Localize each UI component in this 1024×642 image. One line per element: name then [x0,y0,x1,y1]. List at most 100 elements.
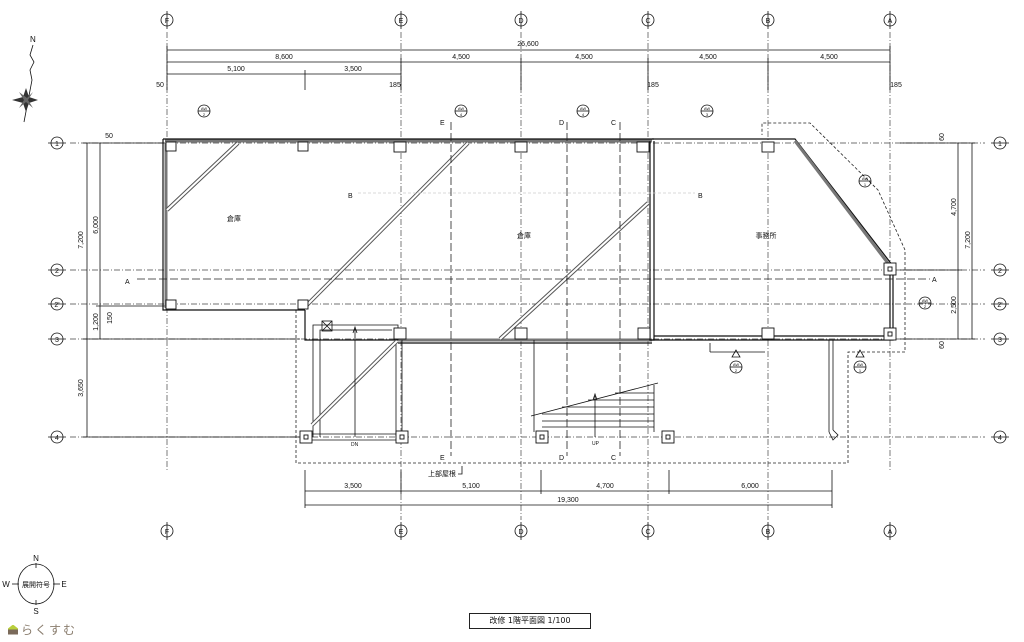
elevation-mark: AW2 [918,296,932,310]
svg-text:4: 4 [998,435,1002,442]
svg-text:60: 60 [939,341,946,349]
grid-bubbles-right: 1 2 2' 3 4 [991,136,1009,444]
svg-text:展開符号: 展開符号 [22,580,50,589]
section-mark-b-right: B [698,193,703,200]
grid-bubbles-left: 1 2 2' 3 4 [48,136,66,444]
svg-text:2: 2 [924,304,927,309]
roof-note: 上部屋根 [428,469,456,478]
stair-up-label: UP [592,441,600,447]
drawing-title: 改修 1階平面図 1/100 [469,613,591,629]
section-mark-a-right: A [932,277,937,284]
svg-text:2: 2 [55,268,59,275]
svg-text:C: C [645,18,650,25]
logo: らくすむ [8,621,77,638]
svg-text:1: 1 [859,368,862,373]
section-mark-e-top: E [440,120,445,127]
grid-bubbles-top: F E D C B A [160,11,897,29]
svg-text:3,500: 3,500 [344,483,362,490]
grid-bubble-D: D [514,11,528,29]
svg-text:AW: AW [580,106,587,111]
grid-bubble-E: E [394,11,408,29]
svg-text:E: E [399,529,404,536]
svg-text:C: C [645,529,650,536]
elevation-marks: AW2 AW4 AW4 AW3 AW1 AW2 AW2 AW1 [197,104,932,374]
svg-text:2,500: 2,500 [951,296,958,314]
svg-text:1: 1 [998,141,1002,148]
braces [165,141,650,427]
svg-text:185: 185 [890,82,902,89]
elevation-mark: AW4 [454,104,468,118]
vent-box [321,320,333,332]
section-lines: A A B B E E D D C C [125,120,937,462]
svg-text:4: 4 [582,112,585,117]
svg-text:19,300: 19,300 [557,497,579,504]
svg-text:D: D [518,18,523,25]
stairs: UP DN [351,325,659,448]
svg-text:4,500: 4,500 [452,54,470,61]
dimensions-left: 7,200 3,650 6,000 1,200 50 150 [78,133,300,438]
svg-text:N: N [33,554,39,563]
svg-text:4,500: 4,500 [820,54,838,61]
svg-text:B: B [766,18,771,25]
elevation-mark: AW3 [700,104,714,118]
svg-text:150: 150 [107,312,114,324]
svg-text:7,200: 7,200 [965,231,972,249]
svg-text:6,000: 6,000 [93,216,100,234]
dimensions-bottom: 3,500 5,100 4,700 6,000 19,300 [304,470,833,508]
svg-text:26,600: 26,600 [517,41,539,48]
svg-text:2': 2' [54,302,59,309]
svg-text:2: 2 [735,368,738,373]
svg-text:2: 2 [998,268,1002,275]
room-label-office: 事務所 [756,231,777,240]
elevation-mark: AW2 [729,349,743,374]
svg-text:1,200: 1,200 [93,313,100,331]
svg-text:AW: AW [458,106,465,111]
svg-text:3: 3 [55,337,59,344]
elevation-mark: AW2 [197,104,211,118]
svg-text:E: E [61,580,66,589]
svg-text:185: 185 [389,82,401,89]
compass-legend: N S W E 展開符号 [2,554,66,616]
section-mark-c-top: C [611,120,616,127]
grid-bubble-B: B [761,11,775,29]
svg-text:185: 185 [647,82,659,89]
section-mark-d-bottom: D [559,455,564,462]
elevation-mark: AW1 [858,174,872,188]
section-mark-b-left: B [348,193,353,200]
svg-text:5,100: 5,100 [227,66,245,73]
svg-text:3,500: 3,500 [344,66,362,73]
svg-text:B: B [766,529,771,536]
grid-lines [70,32,985,520]
stair-down-label: DN [351,442,359,448]
north-arrow-icon: N [12,35,38,123]
grid-bubble-C: C [641,11,655,29]
room-label-warehouse-1: 倉庫 [227,214,241,223]
svg-text:1: 1 [864,182,867,187]
section-mark-e-bottom: E [440,455,445,462]
grid-bubble-A: A [883,11,897,29]
svg-text:4,700: 4,700 [596,483,614,490]
svg-text:AW: AW [922,298,929,303]
walls [162,138,894,441]
svg-text:3,650: 3,650 [78,379,85,397]
svg-text:E: E [399,18,404,25]
svg-text:60: 60 [939,133,946,141]
dimensions-top: 26,600 8,600 4,500 4,500 4,500 4,500 5,1… [156,41,902,90]
elevation-mark: AW1 [853,349,867,374]
svg-text:2: 2 [203,112,206,117]
svg-text:W: W [2,580,10,589]
svg-text:4: 4 [55,435,59,442]
logo-text: らくすむ [21,623,78,637]
svg-text:4: 4 [460,112,463,117]
svg-text:AW: AW [704,106,711,111]
dimensions-right: 4,700 2,500 7,200 60 60 [900,133,975,349]
svg-text:1: 1 [55,141,59,148]
svg-text:A: A [888,18,893,25]
svg-text:F: F [165,18,169,25]
section-mark-c-bottom: C [611,455,616,462]
columns [165,141,897,444]
house-logo-icon [8,624,18,635]
roof-outline: 上部屋根 [295,122,906,478]
svg-text:50: 50 [105,133,113,140]
